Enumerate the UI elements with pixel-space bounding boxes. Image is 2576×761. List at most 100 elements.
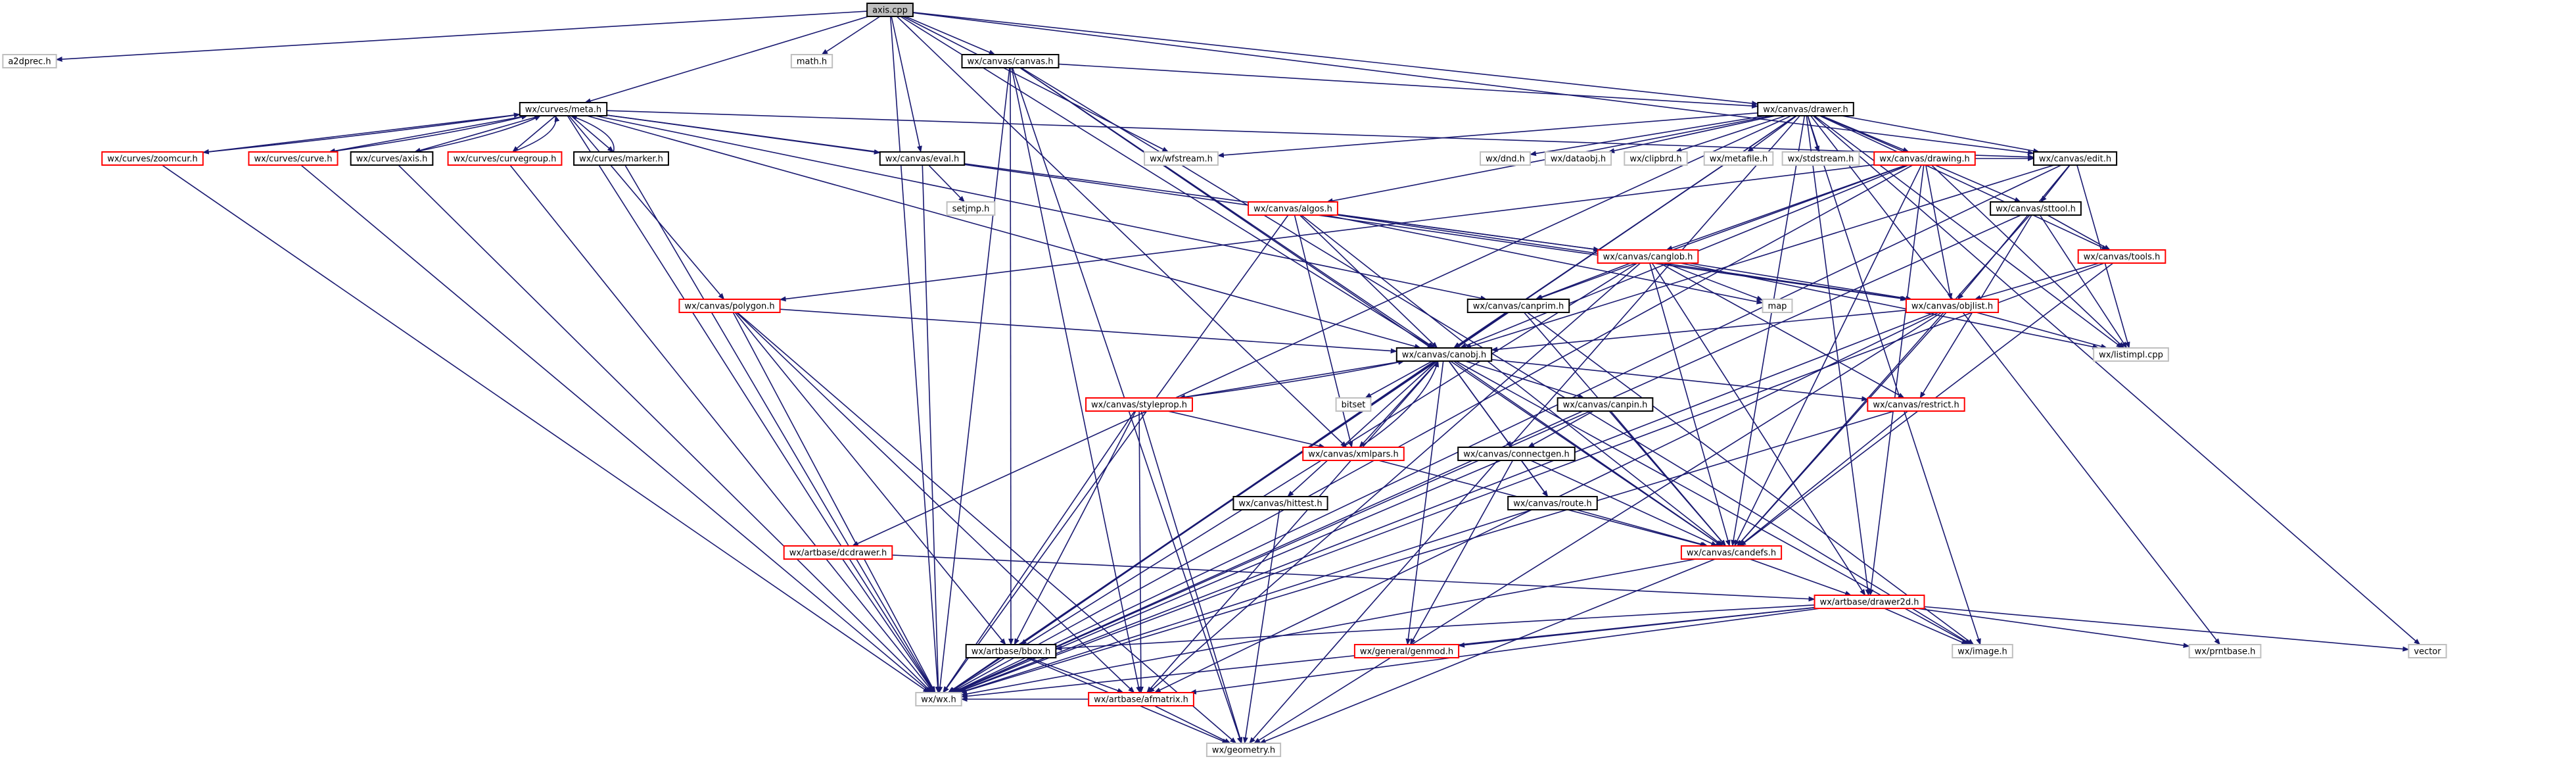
node-box-drawer2d[interactable] [1814,595,1925,609]
node-box-eval[interactable] [879,151,966,166]
node-dcdrawer[interactable]: wx/artbase/dcdrawer.h [783,545,893,560]
node-box-afmatrix[interactable] [1088,692,1194,706]
node-drawer2d[interactable]: wx/artbase/drawer2d.h [1814,595,1925,609]
node-box-zoomcur[interactable] [101,151,204,166]
node-prntbase[interactable]: wx/prntbase.h [2188,644,2262,658]
node-dataobj[interactable]: wx/dataobj.h [1544,151,1612,166]
node-setjmp[interactable]: setjmp.h [946,201,996,216]
node-curvegroup[interactable]: wx/curves/curvegroup.h [447,151,563,166]
node-box-geometry[interactable] [1206,743,1282,757]
node-box-listimpl[interactable] [2093,347,2169,362]
node-polygon[interactable]: wx/canvas/polygon.h [678,299,781,313]
node-box-connectgen[interactable] [1457,447,1576,461]
node-zoomcur[interactable]: wx/curves/zoomcur.h [101,151,204,166]
node-box-canvas_h[interactable] [961,54,1060,68]
node-box-prntbase[interactable] [2188,644,2262,658]
node-caxis[interactable]: wx/curves/axis.h [350,151,434,166]
node-bbox[interactable]: wx/artbase/bbox.h [965,644,1057,658]
node-box-drawing[interactable] [1873,151,1976,166]
node-drawer_h[interactable]: wx/canvas/drawer.h [1757,102,1854,116]
node-box-edit[interactable] [2032,151,2118,166]
node-box-dataobj[interactable] [1544,151,1612,166]
node-connectgen[interactable]: wx/canvas/connectgen.h [1457,447,1576,461]
node-box-drawer_h[interactable] [1757,102,1854,116]
node-box-styleprop[interactable] [1085,397,1193,412]
node-wx[interactable]: wx/wx.h [915,692,962,706]
node-box-metafile[interactable] [1703,151,1774,166]
node-afmatrix[interactable]: wx/artbase/afmatrix.h [1088,692,1194,706]
node-canvas_h[interactable]: wx/canvas/canvas.h [961,54,1060,68]
node-axis[interactable]: axis.cpp [866,3,914,17]
node-restrict[interactable]: wx/canvas/restrict.h [1867,397,1965,412]
node-candefs[interactable]: wx/canvas/candefs.h [1680,545,1783,560]
node-box-image[interactable] [1952,644,2013,658]
node-box-setjmp[interactable] [946,201,996,216]
node-box-canobj[interactable] [1395,347,1493,362]
node-box-xmlpars[interactable] [1302,447,1405,461]
node-box-candefs[interactable] [1680,545,1783,560]
node-box-a2dprec[interactable] [2,54,57,68]
node-a2dprec[interactable]: a2dprec.h [2,54,57,68]
node-wfstream[interactable]: wx/wfstream.h [1144,151,1219,166]
node-vector[interactable]: vector [2408,644,2447,658]
node-box-sttool[interactable] [1990,201,2082,216]
node-box-caxis[interactable] [350,151,434,166]
node-clipbrd[interactable]: wx/clipbrd.h [1624,151,1688,166]
node-box-polygon[interactable] [678,299,781,313]
node-route[interactable]: wx/canvas/route.h [1507,496,1598,510]
node-box-vector[interactable] [2408,644,2447,658]
node-box-genmod[interactable] [1353,644,1460,658]
node-box-marker[interactable] [573,151,669,166]
node-box-dcdrawer[interactable] [783,545,893,560]
node-box-axis[interactable] [866,3,914,17]
node-box-canprim[interactable] [1466,299,1570,313]
node-box-canglob[interactable] [1597,249,1699,264]
node-meta_h[interactable]: wx/curves/meta.h [519,102,608,116]
node-box-dnd[interactable] [1480,151,1531,166]
node-canglob[interactable]: wx/canvas/canglob.h [1597,249,1699,264]
node-stdstream[interactable]: wx/stdstream.h [1781,151,1860,166]
node-box-curvegroup[interactable] [447,151,563,166]
node-box-algos[interactable] [1248,201,1338,216]
node-box-bbox[interactable] [965,644,1057,658]
node-sttool[interactable]: wx/canvas/sttool.h [1990,201,2082,216]
node-curve[interactable]: wx/curves/curve.h [248,151,339,166]
node-box-wx[interactable] [915,692,962,706]
node-edit[interactable]: wx/canvas/edit.h [2032,151,2118,166]
node-box-clipbrd[interactable] [1624,151,1688,166]
node-box-hittest[interactable] [1232,496,1328,510]
node-bitset[interactable]: bitset [1335,397,1372,412]
node-box-math[interactable] [790,54,833,68]
node-algos[interactable]: wx/canvas/algos.h [1248,201,1338,216]
node-tools[interactable]: wx/canvas/tools.h [2077,249,2166,264]
node-hittest[interactable]: wx/canvas/hittest.h [1232,496,1328,510]
node-drawing[interactable]: wx/canvas/drawing.h [1873,151,1976,166]
node-box-meta_h[interactable] [519,102,608,116]
node-box-curve[interactable] [248,151,339,166]
node-geometry[interactable]: wx/geometry.h [1206,743,1282,757]
node-box-stdstream[interactable] [1781,151,1860,166]
node-box-canpin[interactable] [1557,397,1654,412]
node-image[interactable]: wx/image.h [1952,644,2013,658]
node-box-map[interactable] [1762,299,1793,313]
node-map[interactable]: map [1762,299,1793,313]
node-box-tools[interactable] [2077,249,2166,264]
node-canobj[interactable]: wx/canvas/canobj.h [1395,347,1493,362]
node-box-objlist[interactable] [1905,299,2000,313]
node-metafile[interactable]: wx/metafile.h [1703,151,1774,166]
node-box-restrict[interactable] [1867,397,1965,412]
node-objlist[interactable]: wx/canvas/objlist.h [1905,299,2000,313]
node-marker[interactable]: wx/curves/marker.h [573,151,669,166]
node-genmod[interactable]: wx/general/genmod.h [1353,644,1460,658]
node-xmlpars[interactable]: wx/canvas/xmlpars.h [1302,447,1405,461]
node-listimpl[interactable]: wx/listimpl.cpp [2093,347,2169,362]
node-eval[interactable]: wx/canvas/eval.h [879,151,966,166]
node-canprim[interactable]: wx/canvas/canprim.h [1466,299,1570,313]
node-box-route[interactable] [1507,496,1598,510]
node-dnd[interactable]: wx/dnd.h [1480,151,1531,166]
node-canpin[interactable]: wx/canvas/canpin.h [1557,397,1654,412]
node-box-bitset[interactable] [1335,397,1372,412]
node-styleprop[interactable]: wx/canvas/styleprop.h [1085,397,1193,412]
node-box-wfstream[interactable] [1144,151,1219,166]
node-math[interactable]: math.h [790,54,833,68]
